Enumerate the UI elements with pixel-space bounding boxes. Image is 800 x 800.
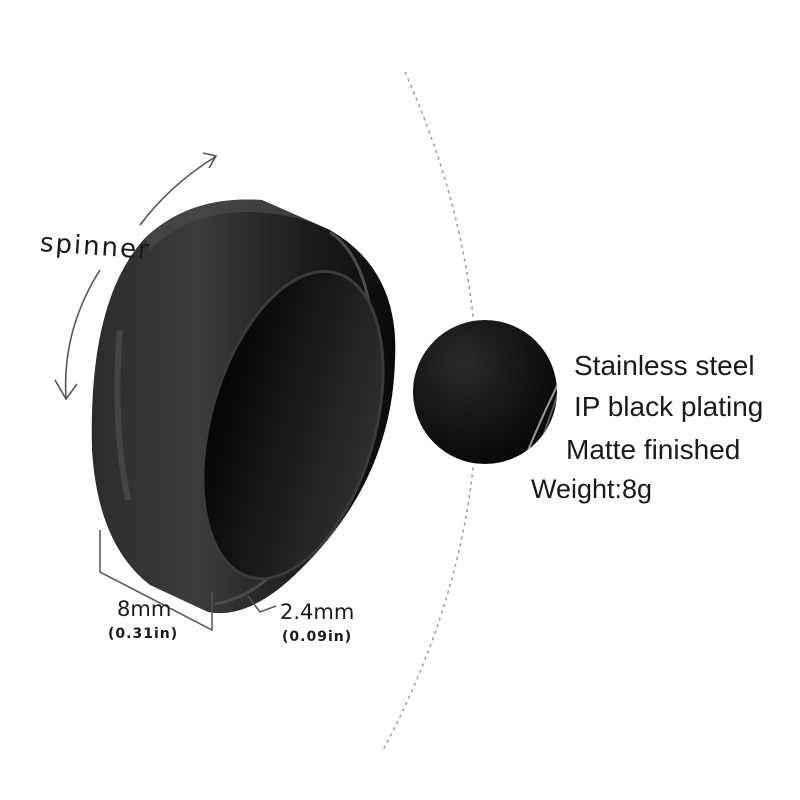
guide-arc	[381, 71, 478, 753]
feature-material: Stainless steel	[574, 350, 755, 381]
dimension-lines	[99, 530, 277, 632]
feature-weight: Weight:8g	[531, 474, 653, 504]
feature-finish: Matte finished	[566, 434, 741, 465]
rotation-arrow	[54, 152, 218, 401]
texture-zoom-circle	[413, 320, 557, 464]
feature-plating: IP black plating	[574, 391, 764, 422]
ring-image	[91, 199, 396, 614]
width-mm-label: 8mm	[117, 597, 172, 621]
edge-in-label: (0.09in)	[282, 629, 353, 645]
edge-mm-label: 2.4mm	[280, 600, 355, 624]
width-in-label: (0.31in)	[108, 626, 179, 642]
